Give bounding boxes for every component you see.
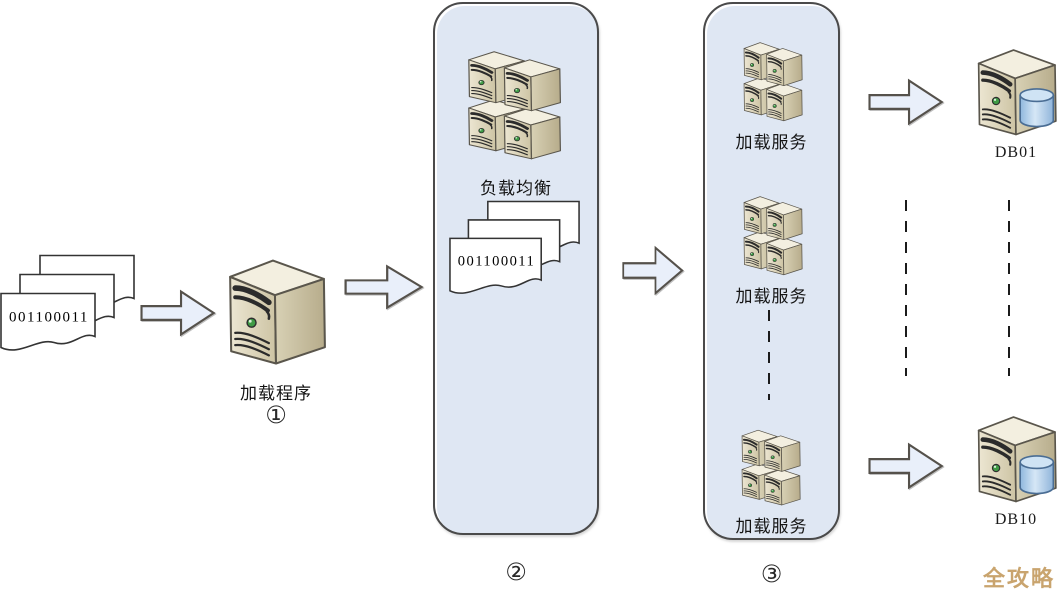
step-2-badge: ②: [505, 558, 527, 586]
server-cluster-icon: [741, 188, 807, 280]
db-ellipsis-dashed-right: [1008, 200, 1010, 376]
load-service-label-3: 加载服务: [735, 517, 808, 536]
flow-arrow-3-icon: [622, 243, 684, 298]
load-balancer-label: 负载均衡: [480, 179, 552, 198]
flow-arrow-4-icon: [868, 76, 944, 128]
load-service-label-2: 加载服务: [735, 287, 808, 306]
server-icon: [222, 248, 330, 373]
ellipsis-dashed-line: [768, 310, 770, 400]
load-service-panel: 加载服务 加载服务 加载服务: [703, 2, 840, 540]
server-cluster-icon: [464, 40, 568, 166]
server-cluster-icon: [741, 34, 807, 126]
db10-server: [972, 407, 1058, 509]
load-service-label-1: 加载服务: [735, 133, 808, 152]
db01-server: [972, 40, 1058, 142]
documents-stack-icon: 001100011: [0, 254, 135, 351]
db01-label: DB01: [994, 144, 1038, 161]
documents-stack-icon: 001100011: [449, 200, 580, 294]
loader-label: 加载程序: [240, 384, 312, 403]
db-ellipsis-dashed-left: [905, 200, 907, 376]
binary-data-text: 001100011: [458, 254, 535, 270]
watermark-logo: 全攻略: [982, 567, 1055, 592]
binary-data-text: 001100011: [9, 310, 89, 326]
server-cluster-icon: [739, 422, 805, 510]
flow-arrow-2-icon: [344, 262, 424, 312]
step-1-badge: ①: [265, 401, 287, 429]
database-server-icon: [972, 40, 1058, 142]
load-balancer-panel: 负载均衡 001100011: [433, 2, 599, 535]
db10-label: DB10: [994, 511, 1038, 528]
database-server-icon: [972, 407, 1058, 509]
input-documents: 001100011: [0, 254, 136, 358]
step-3-badge: ③: [760, 560, 783, 588]
flow-arrow-1-icon: [140, 287, 216, 339]
loader-server: [222, 248, 330, 373]
flow-arrow-5-icon: [868, 440, 944, 492]
